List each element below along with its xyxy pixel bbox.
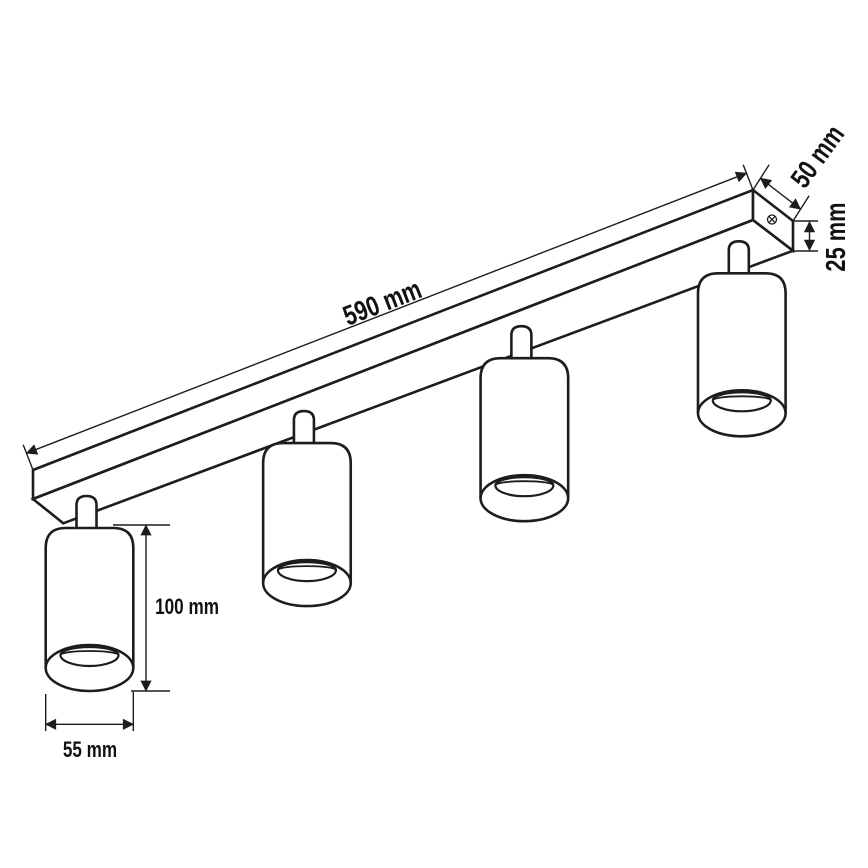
bar-front-face: [31, 188, 755, 501]
dim-50-ext-near: [752, 164, 770, 191]
dimension-bar-length: 590 mm: [22, 164, 754, 471]
bar-bottom-face: [30, 218, 796, 525]
dimension-bar-height: 25 mm: [793, 202, 852, 272]
dim-590-ext-right: [742, 164, 754, 191]
dim-50-label: 50 mm: [785, 119, 851, 193]
dim-590-ext-left: [22, 444, 34, 471]
dim-25-label: 25 mm: [820, 202, 851, 271]
dim-590-line: [25, 171, 748, 455]
screw-icon: [766, 214, 778, 225]
dim-55-label: 55 mm: [63, 738, 117, 763]
dimension-spot-height: 100 mm: [113, 524, 219, 692]
dimension-spot-diameter: 55 mm: [44, 692, 135, 763]
dim-50-ext-far: [792, 195, 810, 222]
dim-50-line: [759, 177, 802, 210]
dim-100-label: 100 mm: [155, 595, 219, 620]
mounting-bar: [30, 187, 796, 525]
